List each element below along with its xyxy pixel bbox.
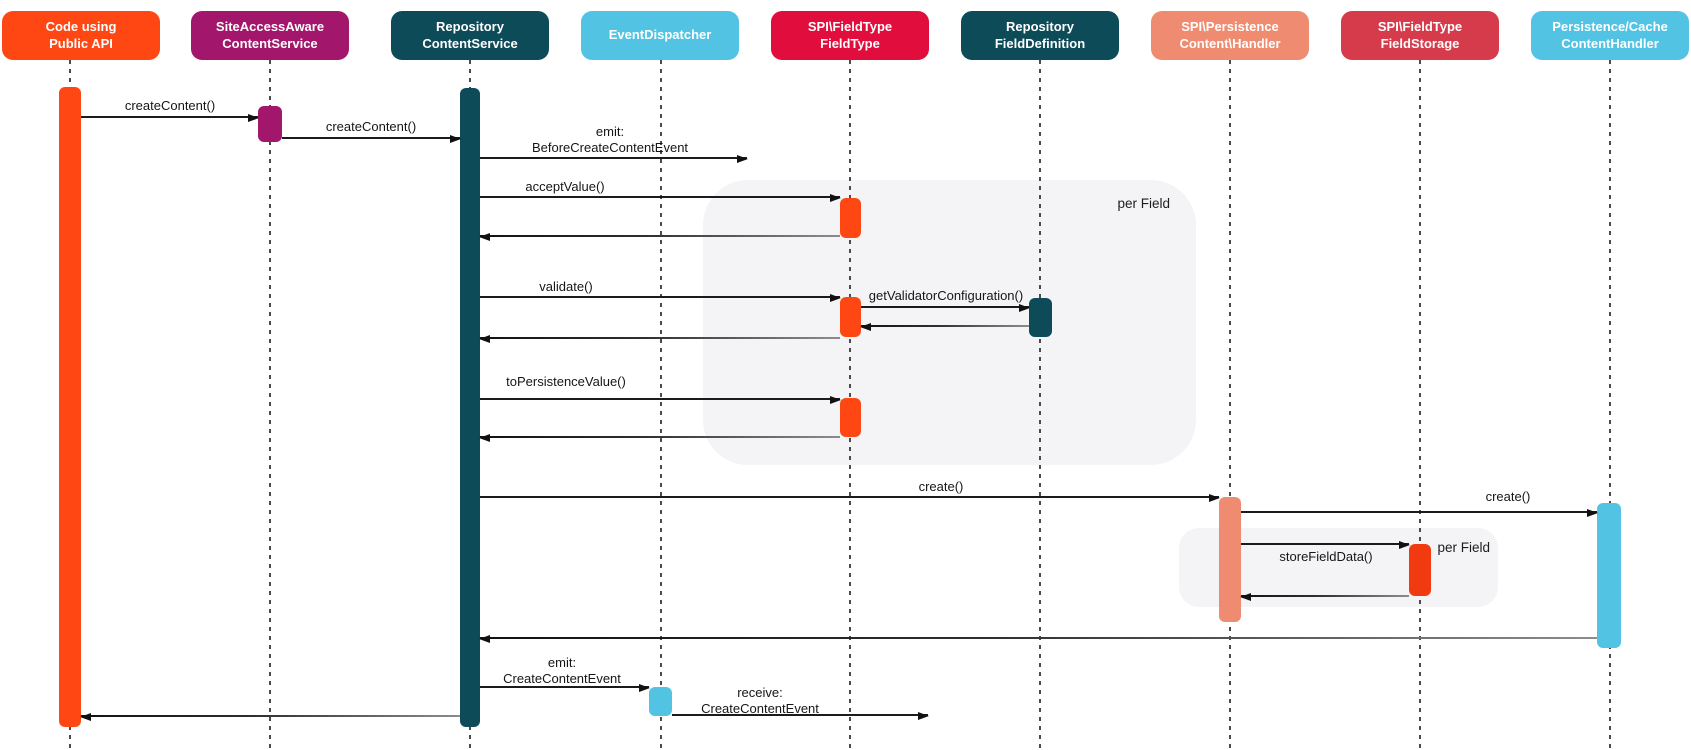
activation-persistence-cache-contenthandler xyxy=(1597,503,1621,648)
arrow-return-storefielddata xyxy=(1240,592,1409,601)
label-validate: validate() xyxy=(539,279,593,294)
activation-fieldtype-topersistencevalue xyxy=(840,398,861,437)
activation-fieldtype-acceptvalue xyxy=(840,198,861,238)
label-emit-beforecreatecontentevent: emit: BeforeCreateContentEvent xyxy=(531,124,689,156)
participant-repository-contentservice: Repository ContentService xyxy=(391,11,549,60)
arrow-return-acceptvalue xyxy=(479,232,840,241)
arrow-create-2 xyxy=(1241,508,1598,517)
group-per-field-1-label: per Field xyxy=(1117,196,1170,211)
label-create-1: create() xyxy=(918,479,964,494)
arrow-createcontent-1 xyxy=(81,113,259,122)
label-getvalidatorconfiguration: getValidatorConfiguration() xyxy=(868,288,1024,303)
participant-spi-persistence-content-handler: SPI\Persistence Content\Handler xyxy=(1151,11,1309,60)
participant-persistence-cache-contenthandler: Persistence/Cache ContentHandler xyxy=(1531,11,1689,60)
arrow-storefielddata xyxy=(1241,540,1410,549)
lifeline-spi-persistence-content-handler xyxy=(1229,60,1231,748)
activation-fieldstorage xyxy=(1409,544,1431,596)
arrow-return-validate xyxy=(479,334,840,343)
lifeline-persistence-cache-contenthandler xyxy=(1609,60,1611,748)
activation-content-handler xyxy=(1219,497,1241,622)
participant-code-using-public-api: Code using Public API xyxy=(2,11,160,60)
label-createcontent-2: createContent() xyxy=(325,119,417,134)
activation-fieldtype-validate xyxy=(840,297,861,337)
group-per-field-1: per Field xyxy=(703,180,1196,465)
label-createcontent-1: createContent() xyxy=(124,98,216,113)
arrow-return-getvalidatorconfiguration xyxy=(860,322,1029,331)
participant-spi-fieldtype-fieldtype: SPI\FieldType FieldType xyxy=(771,11,929,60)
label-receive-createcontentevent: receive: CreateContentEvent xyxy=(701,685,819,717)
arrow-create-1 xyxy=(480,493,1220,502)
lifeline-repository-fielddefinition xyxy=(1039,60,1041,748)
activation-code-using-public-api xyxy=(59,87,81,727)
group-per-field-2-label: per Field xyxy=(1437,540,1490,555)
lifeline-eventdispatcher xyxy=(660,60,662,748)
lifeline-spi-fieldtype-fieldstorage xyxy=(1419,60,1421,748)
label-acceptvalue: acceptValue() xyxy=(525,179,605,194)
participant-repository-fielddefinition: Repository FieldDefinition xyxy=(961,11,1119,60)
arrow-validate xyxy=(480,293,841,302)
arrow-topersistencevalue xyxy=(480,395,841,404)
arrow-emit-createcontentevent xyxy=(480,683,650,692)
label-storefielddata: storeFieldData() xyxy=(1279,549,1373,564)
participant-eventdispatcher: EventDispatcher xyxy=(581,11,739,60)
arrow-getvalidatorconfiguration xyxy=(861,303,1030,312)
label-emit-createcontentevent: emit: CreateContentEvent xyxy=(503,655,621,687)
arrow-return-topersistencevalue xyxy=(479,433,840,442)
activation-siteaccessaware-contentservice xyxy=(258,106,282,142)
label-topersistencevalue: toPersistenceValue() xyxy=(506,374,626,389)
arrow-createcontent-2 xyxy=(282,134,461,143)
participant-siteaccessaware-contentservice: SiteAccessAware ContentService xyxy=(191,11,349,60)
arrow-return-create xyxy=(479,634,1597,643)
participant-spi-fieldtype-fieldstorage: SPI\FieldType FieldStorage xyxy=(1341,11,1499,60)
activation-eventdispatcher xyxy=(649,687,672,716)
label-create-2: create() xyxy=(1485,489,1531,504)
activation-fielddefinition xyxy=(1029,298,1052,337)
arrow-emit-beforecreatecontentevent xyxy=(480,154,748,163)
arrow-acceptvalue xyxy=(480,193,841,202)
arrow-return-to-code xyxy=(80,712,460,721)
arrow-receive-createcontentevent xyxy=(672,711,929,720)
activation-repository-contentservice xyxy=(460,88,480,727)
lifeline-siteaccessaware-contentservice xyxy=(269,60,271,748)
